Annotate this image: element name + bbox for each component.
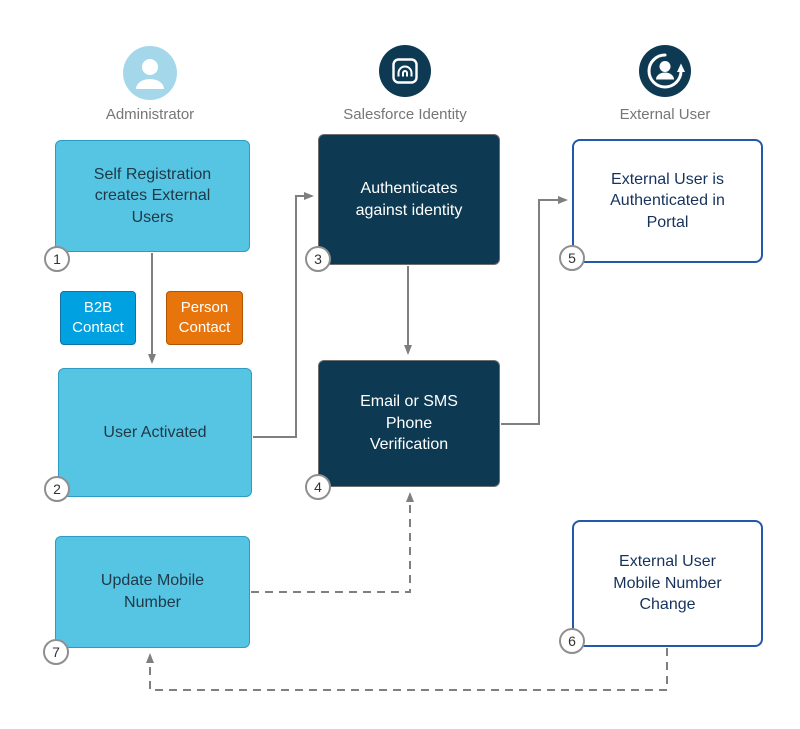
node-authenticated-in-portal: External User is Authenticated in Portal <box>572 139 763 263</box>
arrow-user-activated-to-authenticates <box>253 192 314 438</box>
node-user-activated: User Activated <box>58 368 252 497</box>
step-badge-6: 6 <box>559 628 585 654</box>
arrow-mobile-change-to-update-mobile-dashed <box>146 648 668 691</box>
administrator-icon <box>123 46 177 105</box>
step-badge-5: 5 <box>559 245 585 271</box>
node-person-contact: Person Contact <box>166 291 243 345</box>
fingerprint-icon <box>379 45 431 102</box>
step-badge-4: 4 <box>305 474 331 500</box>
step-badge-2: 2 <box>44 476 70 502</box>
step-badge-7: 7 <box>43 639 69 665</box>
arrow-verification-to-portal <box>501 196 568 425</box>
node-authenticates-against-identity: Authenticates against identity <box>318 134 500 265</box>
node-mobile-number-change: External User Mobile Number Change <box>572 520 763 647</box>
lane-label-external-user: External User <box>619 106 711 123</box>
node-update-mobile-number: Update Mobile Number <box>55 536 250 648</box>
step-badge-1: 1 <box>44 246 70 272</box>
lane-label-administrator: Administrator <box>105 106 195 123</box>
arrow-update-mobile-to-verification-dashed <box>251 492 414 593</box>
external-user-refresh-icon <box>639 45 691 102</box>
node-self-registration: Self Registration creates External Users <box>55 140 250 252</box>
node-b2b-contact: B2B Contact <box>60 291 136 345</box>
lane-label-salesforce-identity: Salesforce Identity <box>343 106 467 123</box>
step-badge-3: 3 <box>305 246 331 272</box>
node-email-sms-verification: Email or SMS Phone Verification <box>318 360 500 487</box>
